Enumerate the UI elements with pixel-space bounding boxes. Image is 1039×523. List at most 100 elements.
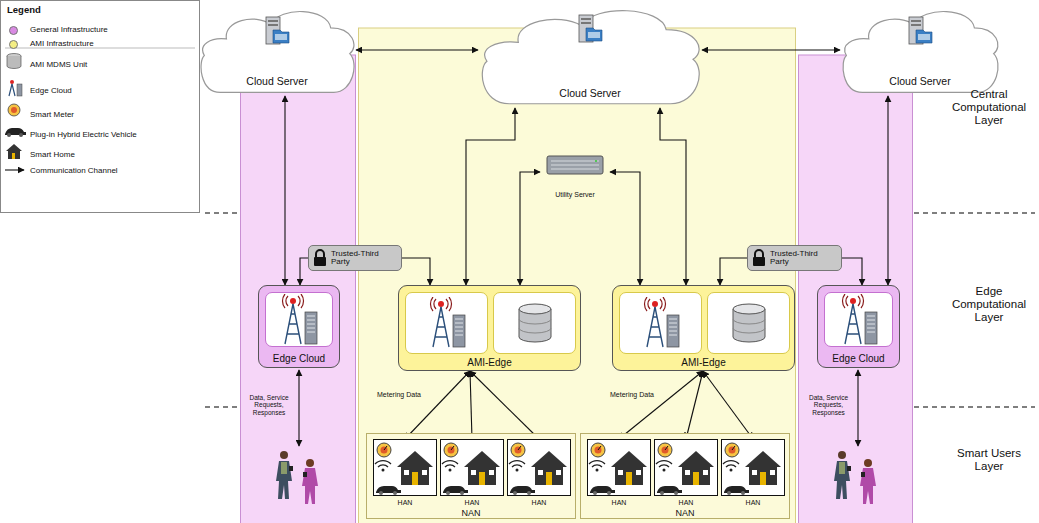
node-icon (425, 297, 469, 349)
legend-swatch (9, 40, 18, 49)
node-label: HAN (398, 499, 413, 507)
annotation: Metering Data (376, 391, 422, 399)
node-label: Cloud Server (246, 75, 307, 87)
user-link (298, 370, 299, 446)
edge-cloud-box: Edge Cloud (817, 285, 900, 368)
nan-group: NANHANHANHAN (366, 433, 576, 519)
node-label: NAN (675, 508, 694, 518)
han-home: HAN (587, 439, 651, 507)
annotation: Metering Data (609, 391, 655, 399)
communication-channel (842, 258, 862, 285)
node-icon (440, 439, 504, 496)
node-icon (405, 292, 488, 354)
node-icon (265, 292, 333, 347)
nan-group: NANHANHANHAN (580, 433, 790, 519)
cloud-server: Cloud Server (198, 4, 356, 96)
node-label: Edge Cloud (832, 353, 884, 365)
node-icon (373, 439, 437, 496)
communication-channel (402, 258, 430, 285)
node-icon (587, 439, 651, 496)
communication-channel (520, 172, 540, 285)
node-label: HAN (679, 499, 694, 507)
node-label: Cloud Server (889, 75, 950, 87)
utility-server: Utility Server (540, 152, 610, 200)
communication-channel (356, 49, 478, 50)
node-icon (824, 292, 893, 347)
ami-edge-box: AMI-Edge (398, 285, 581, 371)
node-label: Cloud Server (559, 87, 620, 99)
node-icon (493, 292, 576, 354)
node-icon (752, 249, 766, 267)
annotation: Data, Service Requests, Responses (244, 394, 294, 416)
legend-text: Smart Meter (30, 110, 74, 119)
communication-channel (660, 108, 686, 285)
node-label: Trusted-Third Party (331, 250, 398, 267)
cloud-server: Cloud Server (478, 2, 702, 108)
legend-text: AMI MDMS Unit (30, 60, 87, 69)
communication-channel (300, 258, 308, 285)
han-home: HAN (654, 439, 718, 507)
annotation: Data, Service Requests, Responses (803, 394, 854, 416)
legend-text: Edge Cloud (30, 86, 72, 95)
legend-text: AMI Infrastructure (30, 39, 94, 48)
node-icon (507, 439, 571, 496)
node-icon (721, 439, 785, 496)
node-icon (837, 294, 881, 346)
legend-text: Communication Channel (30, 166, 118, 175)
communication-channel (470, 371, 472, 439)
communication-channel (686, 371, 703, 439)
communication-channel (470, 371, 539, 439)
han-home: HAN (373, 439, 437, 507)
node-icon (654, 439, 718, 496)
purple-band (241, 55, 356, 523)
node-label: HAN (465, 499, 480, 507)
communication-channel (405, 371, 470, 439)
node-icon (576, 14, 604, 44)
communication-channel (703, 371, 753, 439)
node-label: HAN (532, 499, 547, 507)
communication-channel (466, 108, 515, 285)
node-icon (263, 16, 291, 46)
legend-text: General Infrastructure (30, 25, 108, 34)
han-home: HAN (507, 439, 571, 507)
node-icon (546, 152, 604, 176)
node-icon (277, 294, 321, 346)
node-icon (517, 303, 553, 343)
layer-label: Edge Computational Layer (942, 285, 1036, 325)
node-label: NAN (461, 508, 480, 518)
node-icon (906, 16, 934, 46)
han-home: HAN (721, 439, 785, 507)
communication-channel (610, 172, 640, 285)
layer-label: Central Computational Layer (942, 88, 1036, 128)
edge-cloud-box: Edge Cloud (258, 285, 340, 368)
node-label: HAN (612, 499, 627, 507)
legend-swatch (9, 26, 18, 35)
node-label: AMI-Edge (467, 357, 511, 369)
node-icon (313, 249, 327, 267)
trusted-party-box: Trusted-Third Party (747, 245, 842, 271)
legend-title: Legend (7, 5, 107, 16)
layer-divider (205, 213, 1035, 407)
communication-channel (720, 258, 747, 285)
communication-channel (887, 96, 888, 285)
node-label: Trusted-Third Party (770, 250, 838, 267)
purple-band (799, 55, 913, 523)
communication-channel (284, 96, 285, 285)
trusted-party-box: Trusted-Third Party (308, 245, 402, 271)
legend-frame (1, 1, 200, 213)
cloud-server: Cloud Server (840, 4, 1000, 96)
node-label: HAN (746, 499, 761, 507)
node-icon (707, 292, 790, 354)
ami-edge-box: AMI-Edge (612, 285, 795, 371)
han-home: HAN (440, 439, 504, 507)
node-icon (639, 297, 683, 349)
layer-label: Smart Users Layer (942, 447, 1036, 473)
user-link (857, 370, 858, 446)
node-icon (619, 292, 702, 354)
communication-channel (619, 371, 703, 439)
legend-text: Smart Home (30, 150, 75, 159)
node-label: Utility Server (555, 191, 595, 199)
node-icon (731, 303, 767, 343)
legend-text: Plug-in Hybrid Electric Vehicle (30, 130, 137, 139)
